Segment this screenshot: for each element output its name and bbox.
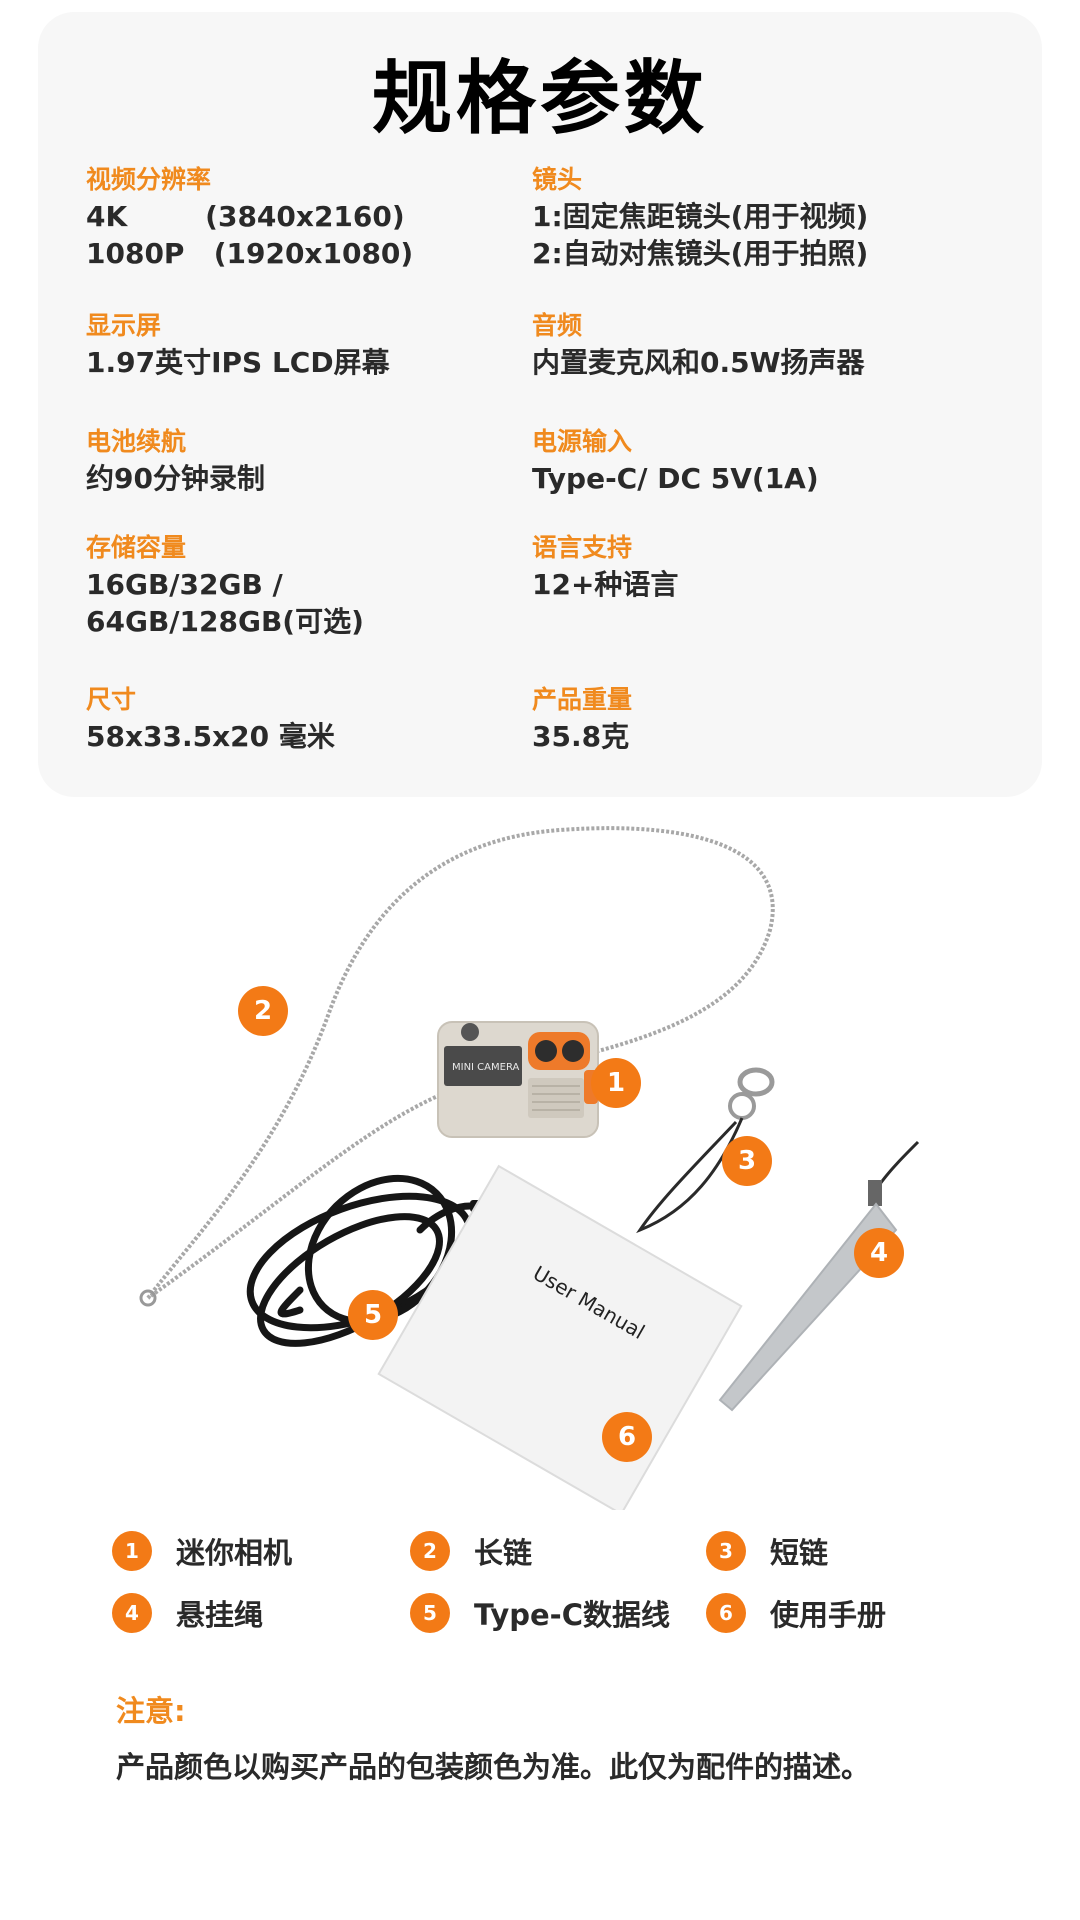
user-manual-icon: User Manual [377,1164,743,1516]
legend-number: 5 [410,1593,450,1633]
legend-item: 4 悬挂绳 [112,1592,263,1634]
spec-value: 约90分钟录制 [86,462,265,495]
lanyard-icon [718,1140,920,1412]
spec-video-resolution: 视频分辨率 4K (3840x2160) 1080P (1920x1080) [86,162,526,272]
spec-audio: 音频 内置麦克风和0.5W扬声器 [532,308,972,381]
note-title: 注意: [116,1694,186,1728]
legend-label: 悬挂绳 [176,1598,264,1632]
legend-number: 1 [112,1531,152,1571]
legend-item: 6 使用手册 [706,1592,886,1634]
short-chain-icon [636,1067,775,1234]
spec-value: 内置麦克风和0.5W扬声器 [532,346,865,379]
legend-item: 5 Type-C数据线 [410,1592,670,1634]
badge-5: 5 [348,1290,398,1340]
spec-value: 1:固定焦距镜头(用于视频) [532,200,869,233]
spec-language: 语言支持 12+种语言 [532,530,972,603]
spec-label: 语言支持 [532,533,633,562]
spec-value: 1080P (1920x1080) [86,237,414,270]
spec-label: 镜头 [532,165,583,194]
spec-value: 12+种语言 [532,568,679,601]
legend-label: 长链 [474,1536,533,1570]
legend-label: Type-C数据线 [474,1598,670,1632]
legend-item: 2 长链 [410,1530,532,1572]
legend-label: 迷你相机 [176,1536,293,1570]
spec-label: 产品重量 [532,685,633,714]
spec-value: Type-C/ DC 5V(1A) [532,462,819,495]
spec-value: 35.8克 [532,720,630,753]
accessories-legend: 1 迷你相机 2 长链 3 短链 4 悬挂绳 5 Type-C数据线 6 使用手… [0,1530,1080,1670]
spec-label: 视频分辨率 [86,165,212,194]
spec-weight: 产品重量 35.8克 [532,682,972,755]
spec-label: 尺寸 [86,685,137,714]
spec-value: 4K (3840x2160) [86,200,405,233]
accessories-illustration: MINI CAMERA [0,810,1080,1516]
spec-size: 尺寸 58x33.5x20 毫米 [86,682,526,755]
legend-number: 2 [410,1531,450,1571]
badge-6: 6 [602,1412,652,1462]
spec-card: 规格参数 视频分辨率 4K (3840x2160) 1080P (1920x10… [38,12,1042,797]
legend-item: 1 迷你相机 [112,1530,292,1572]
legend-number: 3 [706,1531,746,1571]
badge-2: 2 [238,986,288,1036]
legend-item: 3 短链 [706,1530,828,1572]
spec-power-input: 电源输入 Type-C/ DC 5V(1A) [532,424,972,497]
spec-value: 2:自动对焦镜头(用于拍照) [532,237,869,270]
note-text: 产品颜色以购买产品的包装颜色为准。此仅为配件的描述。 [116,1750,871,1784]
spec-value: 16GB/32GB / [86,568,283,601]
page-title: 规格参数 [372,52,708,145]
spec-label: 存储容量 [86,533,187,562]
spec-label: 音频 [532,311,583,340]
spec-value: 1.97英寸IPS LCD屏幕 [86,346,390,379]
long-chain-icon [146,826,775,1300]
badge-4: 4 [854,1228,904,1278]
legend-label: 短链 [770,1536,829,1570]
accessories-drawing: MINI CAMERA [139,826,920,1516]
spec-label: 电池续航 [86,427,187,456]
badge-1: 1 [591,1058,641,1108]
legend-number: 4 [112,1593,152,1633]
spec-label: 电源输入 [532,427,633,456]
mini-camera-icon: MINI CAMERA [437,1021,599,1138]
badge-3: 3 [722,1136,772,1186]
spec-value: 64GB/128GB(可选) [86,605,364,638]
spec-storage: 存储容量 16GB/32GB / 64GB/128GB(可选) [86,530,526,640]
spec-label: 显示屏 [86,311,162,340]
spec-value: 58x33.5x20 毫米 [86,720,335,753]
spec-display: 显示屏 1.97英寸IPS LCD屏幕 [86,308,526,381]
legend-number: 6 [706,1593,746,1633]
legend-label: 使用手册 [770,1598,887,1632]
camera-label: MINI CAMERA [452,1062,519,1073]
spec-battery: 电池续航 约90分钟录制 [86,424,526,497]
spec-lens: 镜头 1:固定焦距镜头(用于视频) 2:自动对焦镜头(用于拍照) [532,162,972,272]
